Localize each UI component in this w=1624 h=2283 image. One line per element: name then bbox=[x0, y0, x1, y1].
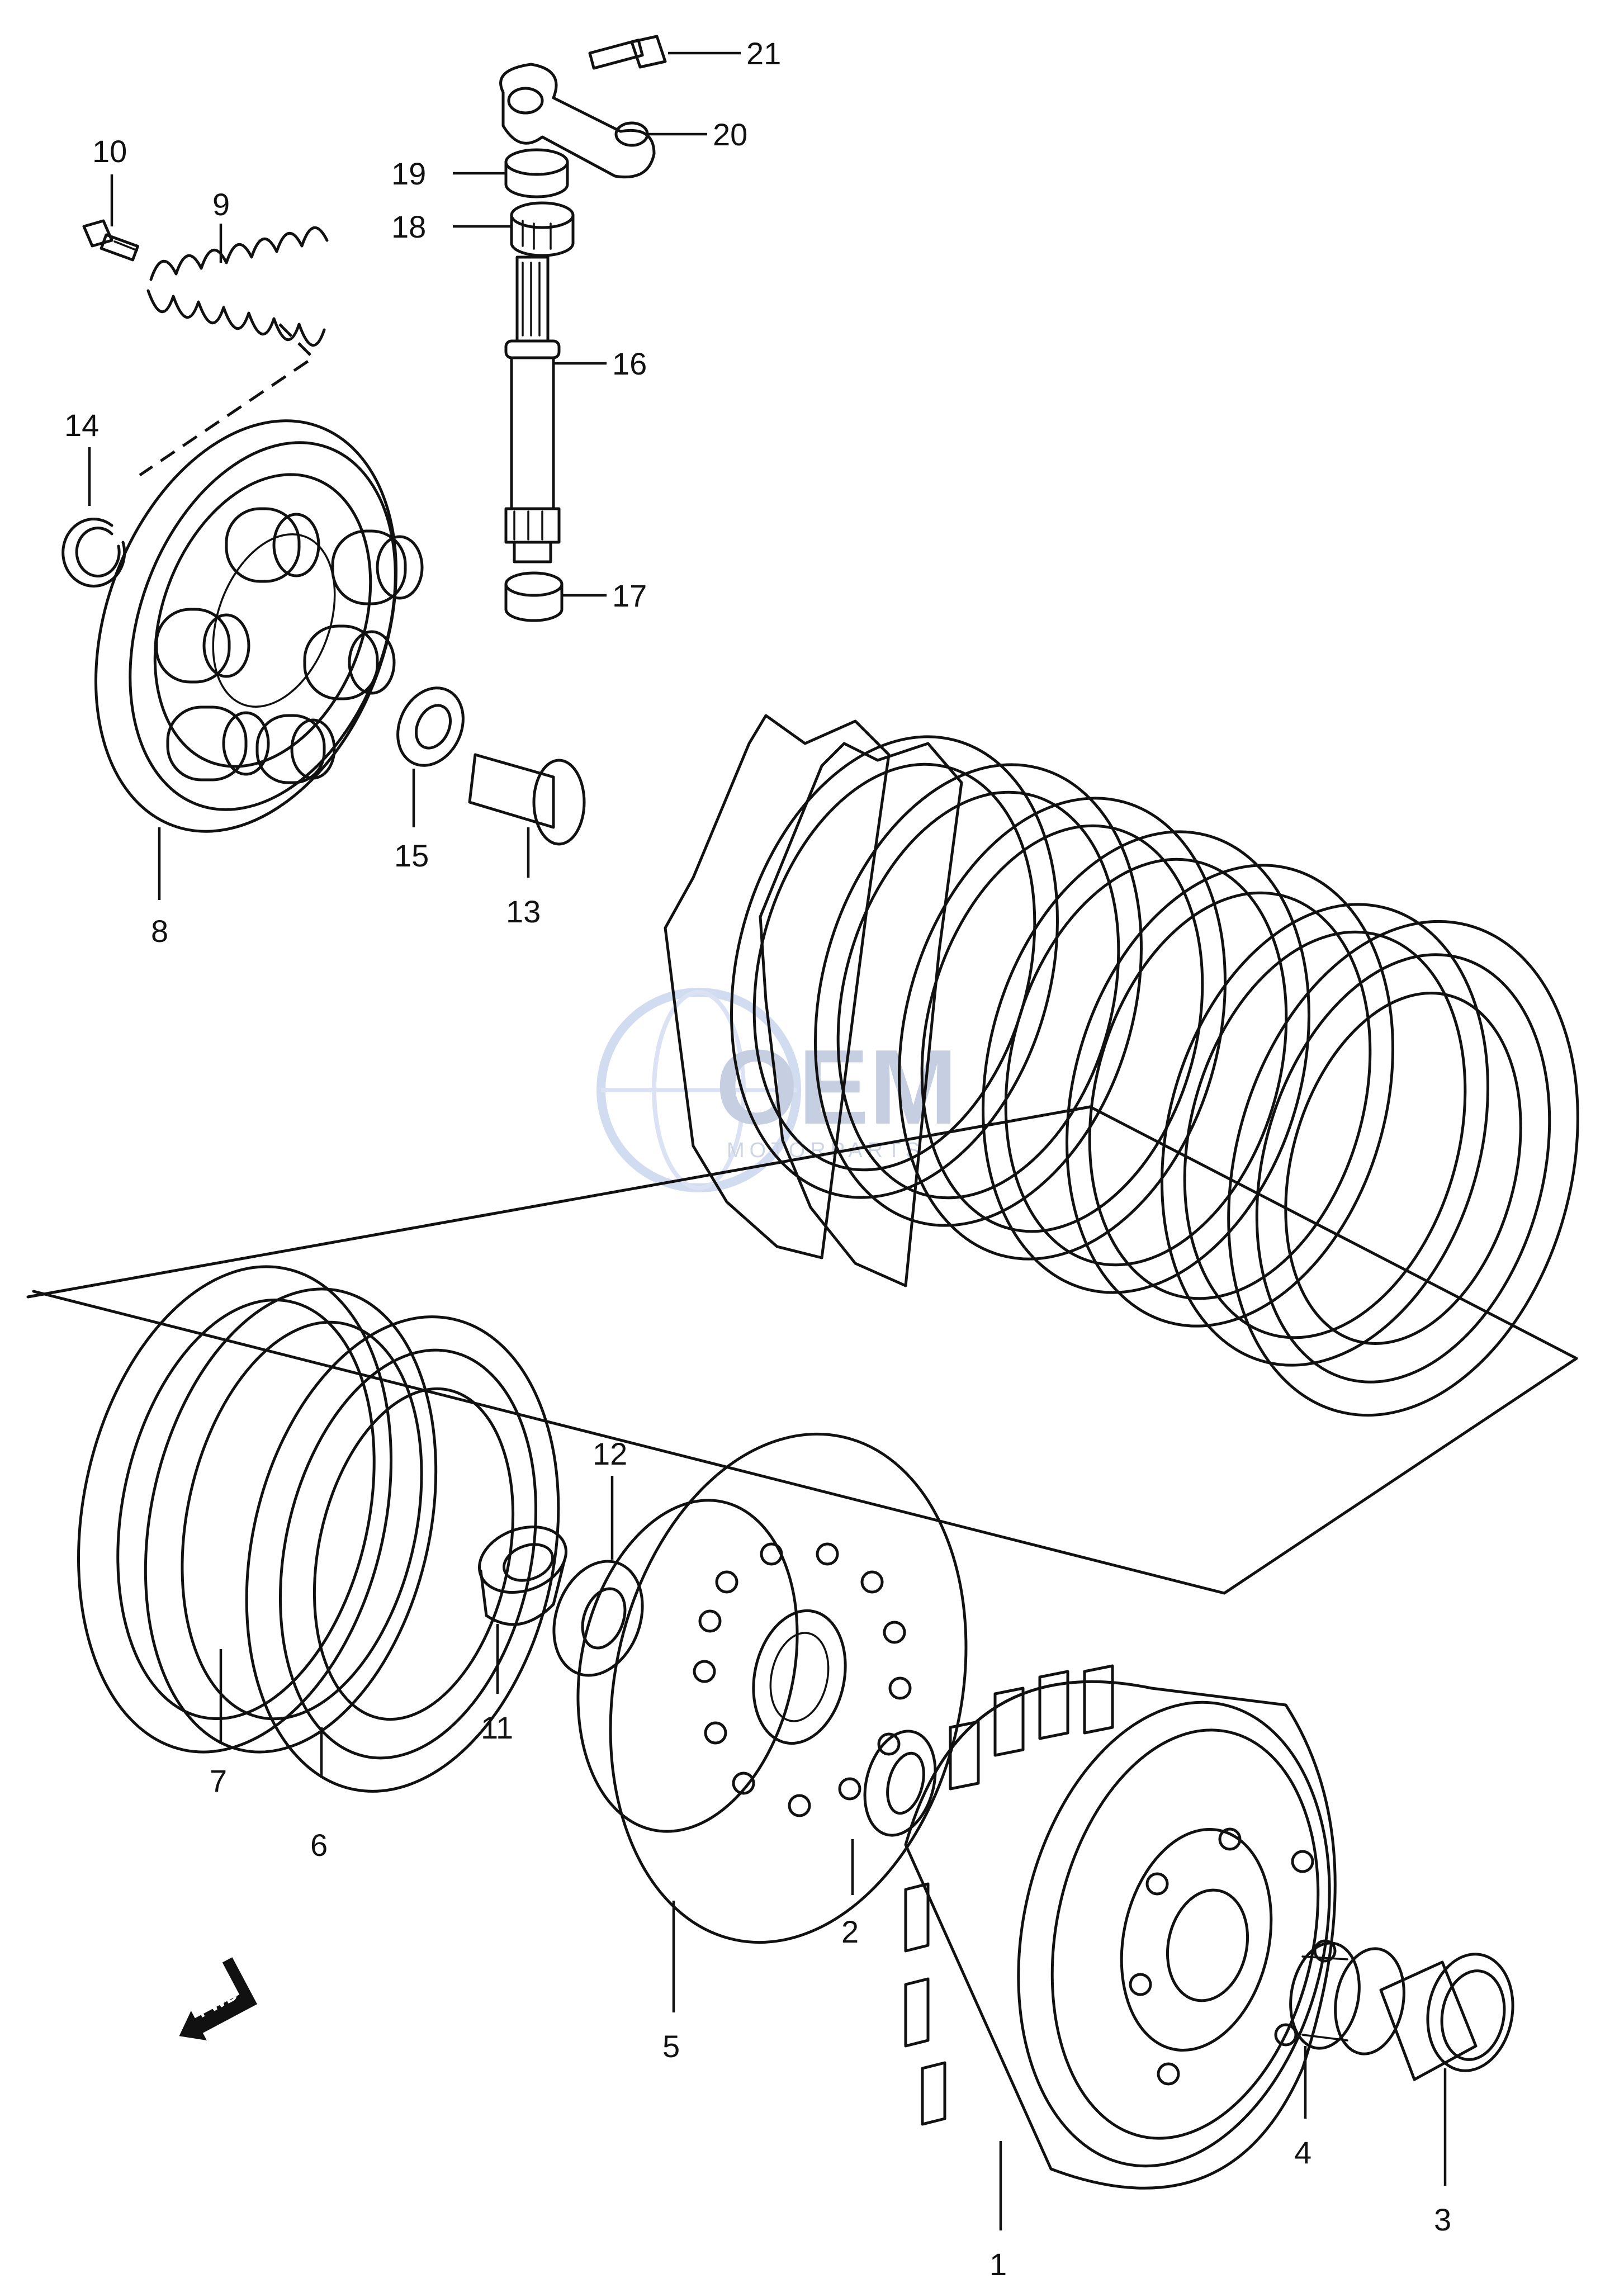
oil-seal-19-icon bbox=[504, 148, 569, 198]
release-arm-20-icon bbox=[499, 63, 656, 179]
label-5: 5 bbox=[662, 2029, 680, 2064]
spring-9-icon bbox=[139, 226, 329, 477]
label-16: 16 bbox=[612, 346, 647, 381]
fwd-arrow-icon: FWD bbox=[179, 1957, 257, 2040]
dashed-guide-box bbox=[26, 1105, 1578, 1595]
label-12: 12 bbox=[593, 1436, 627, 1471]
bolt-21-icon bbox=[588, 35, 667, 70]
needle-bearing-4-icon bbox=[1289, 1941, 1405, 2055]
label-6: 6 bbox=[310, 1827, 328, 1863]
thrust-washer-2-icon bbox=[863, 1730, 937, 1837]
label-15: 15 bbox=[394, 838, 429, 873]
label-1: 1 bbox=[989, 2247, 1007, 2282]
label-8: 8 bbox=[151, 913, 168, 949]
driven-plate-7-icon bbox=[77, 1265, 438, 1754]
sleeve-hub-5-icon bbox=[576, 1432, 968, 1944]
label-20: 20 bbox=[713, 117, 747, 152]
push-piece-13-icon bbox=[468, 753, 586, 846]
label-7: 7 bbox=[210, 1763, 227, 1798]
circlip-14-icon bbox=[61, 518, 126, 588]
clutch-housing-1-icon bbox=[904, 1664, 1337, 2190]
label-11: 11 bbox=[481, 1710, 513, 1745]
leader-lines bbox=[88, 51, 1447, 2230]
plate-stack bbox=[664, 714, 1579, 1417]
drive-plate-6-icon bbox=[245, 1315, 560, 1793]
bearing-15-icon bbox=[396, 686, 465, 767]
label-21: 21 bbox=[746, 36, 781, 71]
label-13: 13 bbox=[506, 894, 541, 929]
part-labels: 21 20 19 18 16 17 10 9 14 8 15 13 12 11 … bbox=[64, 36, 1451, 2282]
spacer-3-icon bbox=[1379, 1953, 1514, 2081]
release-shaft-16-icon bbox=[504, 255, 561, 563]
label-17: 17 bbox=[612, 578, 647, 613]
label-14: 14 bbox=[64, 408, 99, 443]
label-2: 2 bbox=[841, 1914, 859, 1949]
label-3: 3 bbox=[1434, 2202, 1451, 2237]
bolt-10-icon bbox=[82, 219, 139, 262]
nut-11-icon bbox=[478, 1526, 567, 1626]
label-9: 9 bbox=[212, 187, 230, 222]
label-19: 19 bbox=[391, 156, 426, 191]
pressure-plate-8-icon bbox=[94, 419, 424, 833]
lock-washer-12-icon bbox=[552, 1560, 644, 1677]
bearing-17-icon bbox=[504, 571, 564, 622]
label-10: 10 bbox=[92, 134, 127, 169]
bearing-18-icon bbox=[510, 201, 575, 257]
label-4: 4 bbox=[1294, 2135, 1311, 2170]
label-18: 18 bbox=[391, 209, 426, 244]
